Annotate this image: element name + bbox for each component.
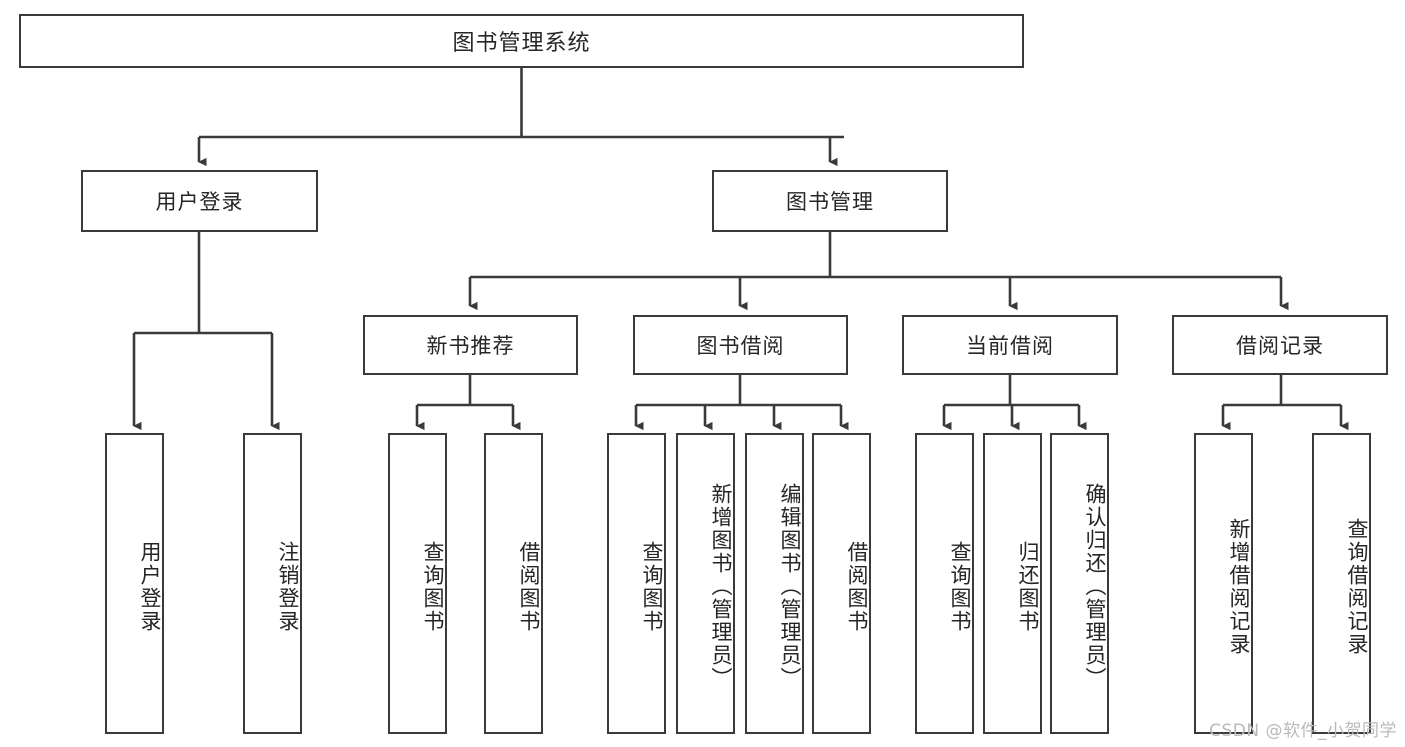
leaf-new-book-query[interactable]: 查询图书 [388,433,447,734]
leaf-book-borrow-borrow[interactable]: 借阅图书 [812,433,871,734]
leaf-current-borrow-query[interactable]: 查询图书 [915,433,974,734]
node-user-login[interactable]: 用户登录 [81,170,318,232]
node-book-management[interactable]: 图书管理 [712,170,948,232]
node-new-book-recommend[interactable]: 新书推荐 [363,315,578,375]
leaf-current-borrow-confirm-return[interactable]: 确认归还（管理员） [1050,433,1109,734]
leaf-book-borrow-query-label: 查询图书 [640,540,664,633]
node-root-label: 图书管理系统 [452,31,591,56]
leaf-user-login-login[interactable]: 用户登录 [105,433,164,734]
leaf-current-borrow-confirm-return-label: 确认归还（管理员） [1083,483,1107,690]
leaf-user-login-login-label: 用户登录 [138,540,162,633]
leaf-borrow-record-add[interactable]: 新增借阅记录 [1194,433,1253,734]
leaf-book-borrow-query[interactable]: 查询图书 [607,433,666,734]
leaf-borrow-record-add-label: 新增借阅记录 [1227,517,1251,656]
node-new-book-recommend-label: 新书推荐 [426,334,515,358]
leaf-book-borrow-edit-label: 编辑图书（管理员） [778,483,802,690]
leaf-book-borrow-add[interactable]: 新增图书（管理员） [676,433,735,734]
node-borrow-record-label: 借阅记录 [1236,334,1324,358]
leaf-book-borrow-edit[interactable]: 编辑图书（管理员） [745,433,804,734]
leaf-book-borrow-add-label: 新增图书（管理员） [709,483,733,690]
leaf-borrow-record-query-label: 查询借阅记录 [1345,517,1369,656]
leaf-user-login-logout-label: 注销登录 [276,540,300,633]
node-borrow-record[interactable]: 借阅记录 [1172,315,1388,375]
leaf-new-book-borrow[interactable]: 借阅图书 [484,433,543,734]
leaf-book-borrow-borrow-label: 借阅图书 [845,540,869,633]
node-book-borrow[interactable]: 图书借阅 [633,315,848,375]
leaf-current-borrow-query-label: 查询图书 [948,540,972,633]
watermark-text: CSDN @软件_小贺同学 [1209,721,1397,741]
node-book-borrow-label: 图书借阅 [696,334,785,358]
leaf-borrow-record-query[interactable]: 查询借阅记录 [1312,433,1371,734]
node-book-management-label: 图书管理 [786,190,874,214]
node-root[interactable]: 图书管理系统 [19,14,1024,68]
node-user-login-label: 用户登录 [155,190,244,214]
leaf-new-book-borrow-label: 借阅图书 [517,540,541,633]
leaf-new-book-query-label: 查询图书 [421,540,445,633]
leaf-current-borrow-return[interactable]: 归还图书 [983,433,1042,734]
node-current-borrow-label: 当前借阅 [966,334,1054,358]
leaf-user-login-logout[interactable]: 注销登录 [243,433,302,734]
leaf-current-borrow-return-label: 归还图书 [1016,540,1040,633]
node-current-borrow[interactable]: 当前借阅 [902,315,1118,375]
